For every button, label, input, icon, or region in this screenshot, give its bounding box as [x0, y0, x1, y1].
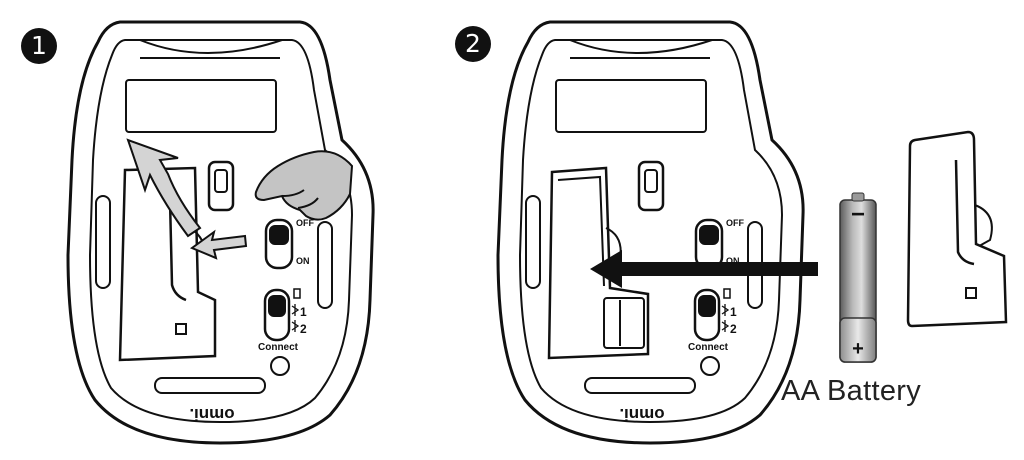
step-number-badge-2: 2	[455, 26, 491, 62]
power-switch	[264, 218, 294, 270]
usb-mode-icon	[293, 288, 301, 299]
power-off-label: OFF	[296, 218, 314, 228]
mouse-left-foot	[95, 195, 111, 289]
channel-2-label: 2	[730, 322, 737, 336]
connect-button	[270, 356, 290, 376]
bluetooth-icon	[291, 304, 300, 332]
power-on-label: ON	[726, 256, 740, 266]
power-switch-knob	[269, 225, 289, 245]
power-switch-knob	[699, 225, 719, 245]
channel-1-label: 1	[730, 305, 737, 319]
battery-compartment	[547, 166, 650, 360]
step-number-badge-1: 1	[21, 28, 57, 64]
channel-switch	[263, 288, 291, 342]
mouse-optical-sensor	[637, 160, 665, 212]
removed-battery-cover	[906, 130, 1008, 328]
channel-1-label: 1	[300, 305, 307, 319]
brand-logo-1: omni.	[189, 405, 234, 424]
battery-positive-mark: +	[852, 338, 864, 360]
latch-arrow-icon	[189, 229, 248, 260]
insert-arrow-icon	[590, 250, 818, 288]
mouse-top-window	[555, 79, 707, 133]
usb-receiver-icon	[175, 323, 187, 335]
connect-label: Connect	[688, 342, 729, 353]
compartment-inner-edge	[557, 175, 605, 287]
pointing-hand-icon	[254, 150, 354, 221]
channel-2-label: 2	[300, 322, 307, 336]
mouse-sensor-lens	[214, 169, 228, 193]
mouse-top-lip	[139, 39, 283, 54]
channel-switch-knob	[268, 295, 286, 317]
mouse-optical-sensor	[207, 160, 235, 212]
battery-negative-mark: −	[851, 201, 865, 228]
channel-switch	[693, 288, 721, 342]
curved-arrow-icon	[126, 138, 202, 238]
connect-label: Connect	[258, 342, 299, 353]
power-on-label: ON	[296, 256, 310, 266]
mouse-bottom-view-step-1	[66, 20, 375, 445]
mouse-left-foot	[525, 195, 541, 289]
mouse-sensor-lens	[644, 169, 658, 193]
aa-battery-icon: − +	[839, 192, 877, 363]
mouse-bottom-view-step-2	[496, 20, 805, 445]
brand-logo-2: omni.	[619, 405, 664, 424]
channel-switch-knob	[698, 295, 716, 317]
mouse-right-foot	[317, 221, 333, 309]
bluetooth-icon	[721, 304, 730, 332]
usb-receiver-icon	[965, 287, 977, 299]
mouse-inner-rim	[518, 39, 784, 424]
mouse-outer-shell	[66, 20, 375, 445]
power-off-label: OFF	[726, 218, 744, 228]
connect-button	[700, 356, 720, 376]
cover-release-groove	[168, 199, 187, 302]
mouse-outer-shell	[496, 20, 805, 445]
mouse-top-window	[125, 79, 277, 133]
mouse-top-lip	[569, 39, 713, 54]
usb-mode-icon	[723, 288, 731, 299]
usb-receiver-slot	[603, 297, 645, 349]
battery-caption: AA Battery	[781, 375, 922, 407]
mouse-bottom-foot	[154, 377, 266, 394]
mouse-bottom-foot	[584, 377, 696, 394]
